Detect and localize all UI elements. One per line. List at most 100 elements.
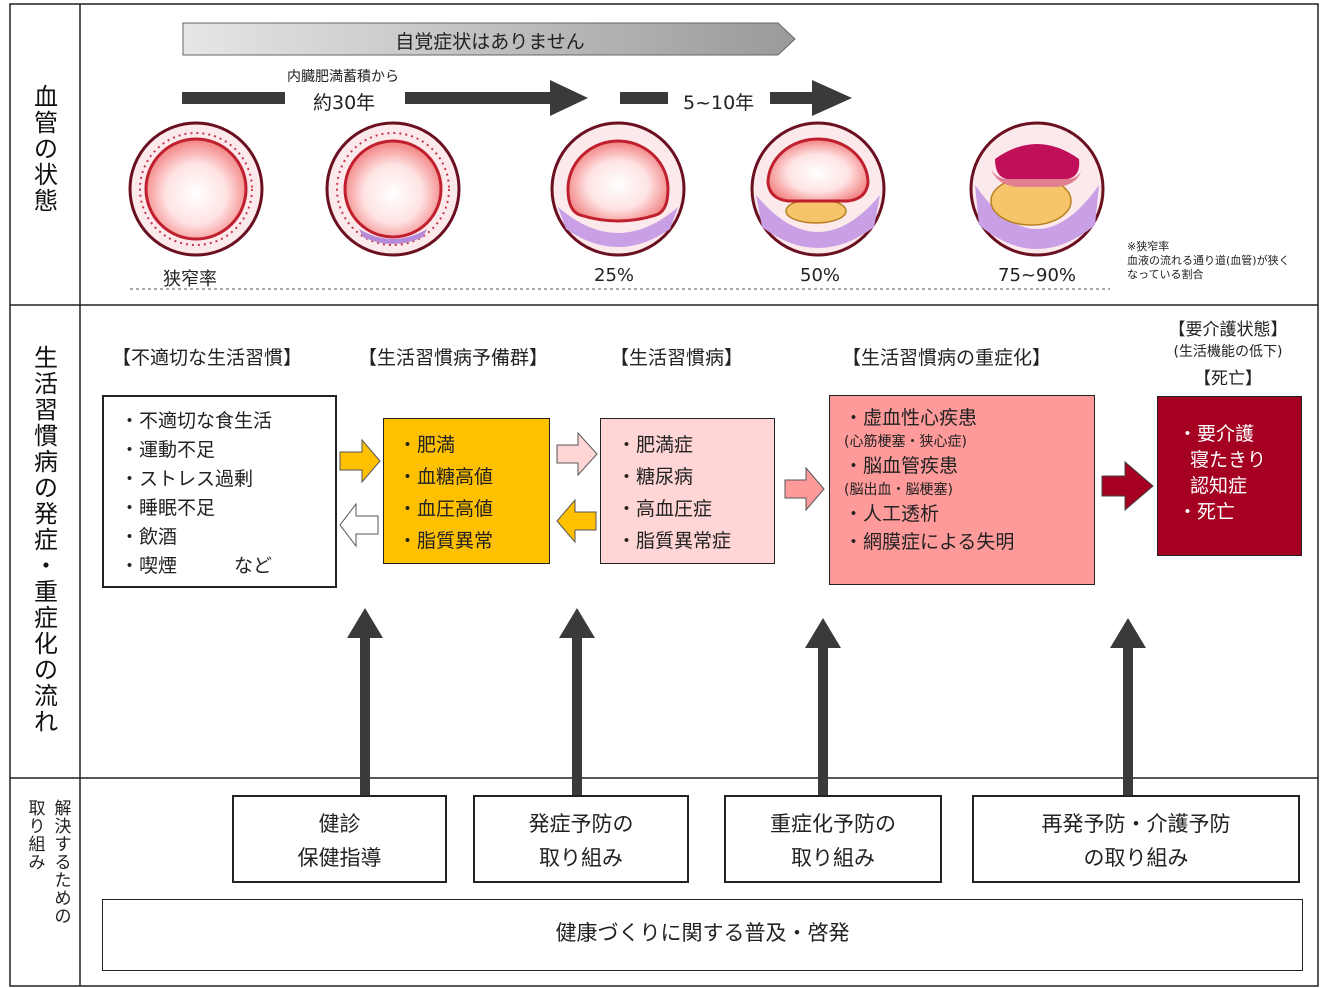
stenosis-label: 狭窄率 [163,269,217,290]
severe-item-sub: (心筋梗塞・狭心症) [844,434,967,450]
arrow-right-pink [556,431,598,477]
onset-prevention-box: 発症予防の 取り組み [473,795,689,883]
action-label-col1: 解決するための [52,800,74,926]
vessel-label-char: 血 [34,83,58,111]
care-box: ・要介護 寝たきり 認知症 ・死亡 [1157,396,1302,556]
habit-item: ・ストレス過剰 [120,468,254,490]
action-label-col1-char: 解 [54,799,72,819]
action-label-col1-char: の [54,907,72,927]
action-label-col1-char: す [54,835,72,855]
category-habits: 【不適切な生活習慣】 [112,347,303,369]
severe-item: ・虚血性心疾患 [844,407,978,429]
flow-label-char: 症 [34,604,58,632]
arrow-right-darkred [1101,460,1154,512]
flow-label-char: 習 [34,396,58,424]
vessel-illustrations [128,121,1105,257]
disease-item: ・脂質異常症 [617,530,732,552]
flow-label-char: の [34,474,58,502]
onset-line1: 発症予防の [528,812,634,836]
flow-label-char: れ [34,708,58,736]
vessel-normal [128,121,264,257]
flow-label-char: 病 [34,448,58,476]
care-item: 寝たきり [1190,449,1267,471]
stenosis-note: ※狭窄率 血液の流れる通り道(血管)が狭く なっている割合 [1127,240,1290,282]
flow-section-label: 生活習慣病の発症・重症化の流れ [18,345,74,735]
flow-label-char: の [34,656,58,684]
habits-box: ・不適切な食生活 ・運動不足 ・ストレス過剰 ・睡眠不足 ・飲酒 ・喫煙 など [102,395,337,588]
flow-label-char: 化 [34,630,58,658]
category-care-sub: (生活機能の低下) [1173,344,1283,360]
awareness-box: 健康づくりに関する普及・啓発 [102,899,1303,971]
action-label-col2-char: り [28,817,46,837]
severe-item-sub: (脳出血・脳梗塞) [844,482,953,498]
stenosis-note-line2: 血液の流れる通り道(血管)が狭く [1127,254,1290,267]
vessel-label-char: 態 [34,187,58,215]
no-symptoms-arrow [182,22,796,56]
arrow-right-yellow [339,438,381,484]
flow-label-char: 症 [34,526,58,554]
disease-item: ・高血圧症 [617,498,713,520]
reserve-item: ・脂質異常 [398,530,494,552]
disease-box: ・肥満症 ・糖尿病 ・高血圧症 ・脂質異常症 [600,418,775,564]
habit-item: ・不適切な食生活 [120,410,273,432]
category-disease: 【生活習慣病】 [610,347,744,369]
recurrence-prevention-box: 再発予防・介護予防 の取り組み [972,795,1300,883]
habit-item: ・睡眠不足 [120,497,216,519]
action-label-col1-char: た [54,871,72,891]
arrow-left-white [339,502,379,548]
flow-label-char: ・ [34,552,58,580]
flow-label-char: 発 [34,500,58,528]
visceral-fat-label: 内臓肥満蓄積から [287,69,399,85]
severe-item: ・網膜症による失明 [844,531,1015,553]
stenosis-50: 50% [800,265,841,286]
arrow-left-yellow [556,498,597,544]
vessel-25 [550,121,686,257]
stenosis-note-line1: ※狭窄率 [1127,240,1170,253]
timeline-arrows [182,80,852,116]
care-item: ・要介護 [1178,423,1255,445]
vessel-50 [750,121,886,257]
disease-item: ・肥満症 [617,434,694,456]
awareness-label: 健康づくりに関する普及・啓発 [555,921,850,945]
stenosis-note-line3: なっている割合 [1127,268,1204,281]
action-label-col1-char: 決 [54,817,72,837]
reserve-item: ・肥満 [398,434,456,456]
category-severe: 【生活習慣病の重症化】 [842,347,1052,369]
care-item: 認知症 [1190,475,1248,497]
severe-box: ・虚血性心疾患 (心筋梗塞・狭心症) ・脳血管疾患 (脳出血・脳梗塞) ・人工透… [829,395,1095,585]
recur-line1: 再発予防・介護予防 [1041,812,1231,836]
recur-line2: の取り組み [1083,846,1189,870]
flow-label-char: 流 [34,682,58,710]
stenosis-75-90: 75~90% [998,265,1076,286]
action-label-col2-char: み [28,853,46,873]
severity-line2: 取り組み [791,846,875,870]
checkup-line1: 健診 [318,812,361,836]
category-death: 【死亡】 [1194,369,1262,389]
vessel-label-char: 管 [34,109,58,137]
approx-30-years-label: 約30年 [313,92,376,114]
years-5-10-label: 5~10年 [683,92,755,114]
reserve-box: ・肥満 ・血糖高値 ・血圧高値 ・脂質異常 [383,418,550,564]
checkup-action-box: 健診 保健指導 [232,795,447,883]
disease-item: ・糖尿病 [617,466,694,488]
flow-label-char: 慣 [34,422,58,450]
vessel-label-char: 状 [34,161,58,189]
habit-item: ・喫煙 など [120,555,273,577]
checkup-line2: 保健指導 [297,846,382,870]
action-label-col1-char: る [54,853,72,873]
vessel-early [325,121,461,257]
habit-item: ・運動不足 [120,439,216,461]
vessel-label-char: の [34,135,58,163]
flow-label-char: 活 [34,370,58,398]
category-care-title: 【要介護状態】 [1168,320,1288,340]
action-label-col1-char: め [54,889,72,909]
no-symptoms-label: 自覚症状はありません [395,31,585,53]
up-arrows [347,608,1146,795]
action-label-col2-char: 組 [28,835,46,855]
severity-line1: 重症化予防の [770,812,896,836]
vessel-75-90 [969,121,1105,257]
action-label-col2-char: 取 [28,799,46,819]
category-reserve: 【生活習慣病予備群】 [358,347,549,369]
